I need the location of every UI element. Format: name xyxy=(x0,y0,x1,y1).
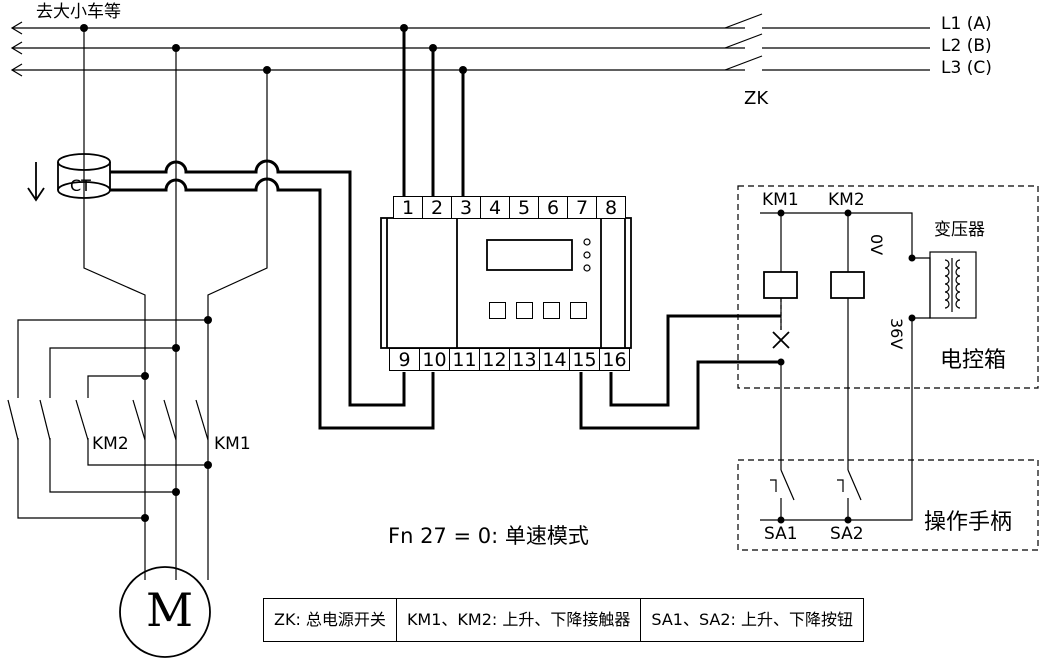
terminal: 3 xyxy=(451,196,481,219)
transformer xyxy=(760,251,977,521)
legend-cell-zk: ZK: 总电源开关 xyxy=(264,599,397,641)
controller-key[interactable] xyxy=(570,302,587,319)
phase-wire-a xyxy=(83,28,146,580)
junction-dot xyxy=(141,372,149,380)
reversing-wire-4 xyxy=(17,438,145,519)
coil-km2 xyxy=(830,271,865,299)
terminal: 7 xyxy=(567,196,597,219)
main-switch-label: ZK xyxy=(744,88,769,109)
junction-dot xyxy=(908,254,916,262)
terminal: 5 xyxy=(509,196,539,219)
terminal: 4 xyxy=(480,196,510,219)
handle-title: 操作手柄 xyxy=(924,510,1013,535)
terminal: 6 xyxy=(538,196,568,219)
mode-label: Fn 27 = 0: 单速模式 xyxy=(388,524,589,548)
contactor-blades xyxy=(7,399,209,441)
to-crane-label: 去大小车等 xyxy=(36,2,121,22)
down-arrow-icon xyxy=(27,162,45,202)
led-indicator xyxy=(583,251,591,259)
voltage-36v-label: 36V xyxy=(887,318,906,350)
bus-line-l3 xyxy=(10,55,930,77)
terminal: 11 xyxy=(449,348,480,371)
controller-key[interactable] xyxy=(543,302,560,319)
led-indicator xyxy=(583,238,591,246)
phase-label-l3: L3 (C) xyxy=(941,58,992,78)
coil-km1-label: KM1 xyxy=(762,190,799,210)
controller-key[interactable] xyxy=(489,302,506,319)
terminal: 2 xyxy=(422,196,452,219)
wire-terminal-15 xyxy=(579,360,781,430)
phase-label-l2: L2 (B) xyxy=(941,36,992,56)
phase-label-l1: L1 (A) xyxy=(941,14,992,34)
sa1-button-icon xyxy=(770,469,795,501)
coil-km2-label: KM2 xyxy=(828,190,865,210)
junction-dot xyxy=(172,488,180,496)
reversing-wire-6 xyxy=(87,438,208,466)
phase-wire-c xyxy=(207,70,268,580)
reversing-wire-5 xyxy=(49,438,176,493)
handle-box-frame xyxy=(737,459,1039,551)
button-sa1-label: SA1 xyxy=(764,524,798,544)
terminal: 16 xyxy=(599,348,630,371)
junction-dot xyxy=(908,314,916,322)
junction-dot xyxy=(844,516,852,524)
current-transformer xyxy=(57,153,111,199)
ct-label: CT xyxy=(70,176,91,195)
controller-key[interactable] xyxy=(516,302,533,319)
terminal-strip-bottom: 9 10 11 12 13 14 15 16 xyxy=(389,348,630,371)
controller-body xyxy=(380,217,632,349)
legend-cell-sa: SA1、SA2: 上升、下降按钮 xyxy=(651,610,854,629)
junction-dot xyxy=(844,209,852,217)
led-indicator xyxy=(583,264,591,272)
bus-line-l1 xyxy=(10,13,930,35)
terminal: 1 xyxy=(393,196,423,219)
control-box-frame xyxy=(737,185,1039,389)
sa2-button-icon xyxy=(837,469,862,501)
terminal: 15 xyxy=(569,348,600,371)
transformer-label: 变压器 xyxy=(934,220,985,240)
reversing-wire-2 xyxy=(49,347,176,398)
motor-label: M xyxy=(146,583,194,637)
reversing-wire-1 xyxy=(17,319,208,398)
wire-terminal-16 xyxy=(609,314,781,407)
voltage-0v-label: 0V xyxy=(867,234,886,256)
ct-wire-lower xyxy=(110,177,435,430)
contactor-km2-label: KM2 xyxy=(92,434,129,454)
terminal: 10 xyxy=(419,348,450,371)
junction-dot xyxy=(141,514,149,522)
reversing-wire-3 xyxy=(87,375,145,398)
junction-dot xyxy=(172,344,180,352)
break-mark-icon xyxy=(772,331,790,349)
terminal: 14 xyxy=(539,348,570,371)
terminal: 12 xyxy=(479,348,510,371)
button-sa2-label: SA2 xyxy=(830,524,864,544)
control-box-title: 电控箱 xyxy=(940,348,1007,373)
bus-line-l2 xyxy=(10,33,930,55)
controller-display xyxy=(486,239,573,271)
ct-wire-upper xyxy=(110,159,406,407)
legend-cell-km: KM1、KM2: 上升、下降接触器 xyxy=(397,599,642,641)
terminal: 13 xyxy=(509,348,540,371)
control-top-bus xyxy=(760,212,913,258)
junction-dot xyxy=(204,461,212,469)
terminal: 8 xyxy=(596,196,626,219)
motor-circle xyxy=(119,566,211,658)
contactor-km1-label: KM1 xyxy=(214,434,251,454)
junction-dot xyxy=(777,358,785,366)
junction-dot xyxy=(204,316,212,324)
terminal-strip-top: 1 2 3 4 5 6 7 8 xyxy=(393,196,626,219)
terminal: 9 xyxy=(389,348,420,371)
legend-table: ZK: 总电源开关 KM1、KM2: 上升、下降接触器 SA1、SA2: 上升、… xyxy=(263,598,865,642)
junction-dot xyxy=(777,209,785,217)
junction-dot xyxy=(777,516,785,524)
coil-km1 xyxy=(763,271,798,299)
